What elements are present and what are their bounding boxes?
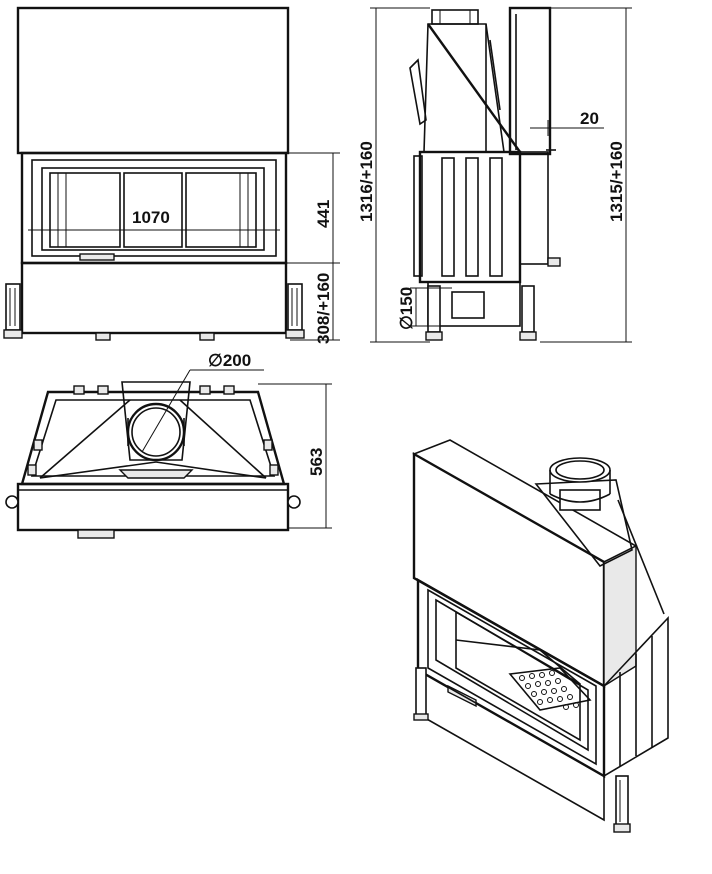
front-glass-panel-left <box>49 172 121 248</box>
diameter-symbol: ∅ <box>397 315 416 330</box>
front-leg-left <box>3 283 23 339</box>
top-body <box>20 390 286 486</box>
side-total-height-right-label: 1315/+160 <box>607 141 626 222</box>
side-door-edge <box>519 151 549 265</box>
iso-grate <box>508 667 592 711</box>
top-front-panel <box>16 482 290 532</box>
front-hood <box>16 6 290 155</box>
top-view: ∅200 563 <box>5 351 332 539</box>
side-inlet-value: 150 <box>397 287 416 315</box>
top-flue-value: 200 <box>223 351 251 370</box>
front-door-handle <box>79 253 115 261</box>
front-window-height-label: 441 <box>314 200 333 228</box>
front-door-inner <box>31 159 277 257</box>
top-depth-label: 563 <box>307 448 326 476</box>
iso-view <box>412 439 669 833</box>
front-base-height-label: 308/+160 <box>314 273 333 344</box>
side-total-height-left-label: 1316/+160 <box>357 141 376 222</box>
side-offset-label: 20 <box>580 109 599 128</box>
side-base <box>427 281 521 327</box>
diameter-symbol: ∅ <box>208 351 223 370</box>
front-glass-panel-middle <box>123 172 183 248</box>
side-inlet-diameter-label: ∅150 <box>397 287 416 330</box>
side-firebox <box>418 150 522 284</box>
front-glass-panel-right <box>185 172 257 248</box>
side-air-inlet <box>451 291 485 319</box>
front-base <box>20 261 288 335</box>
side-view: 1316/+160 1315/+160 20 <box>357 6 632 343</box>
top-flue <box>126 402 186 462</box>
top-flue-diameter-label: ∅200 <box>208 351 251 370</box>
iso-side-panel <box>603 615 669 778</box>
front-view: 1070 441 308/+160 <box>3 6 340 344</box>
front-width-label: 1070 <box>132 208 170 227</box>
side-flue-collar <box>431 9 479 25</box>
side-hood-panel <box>508 6 552 156</box>
front-glass <box>41 167 265 251</box>
front-leg-right <box>285 283 305 339</box>
